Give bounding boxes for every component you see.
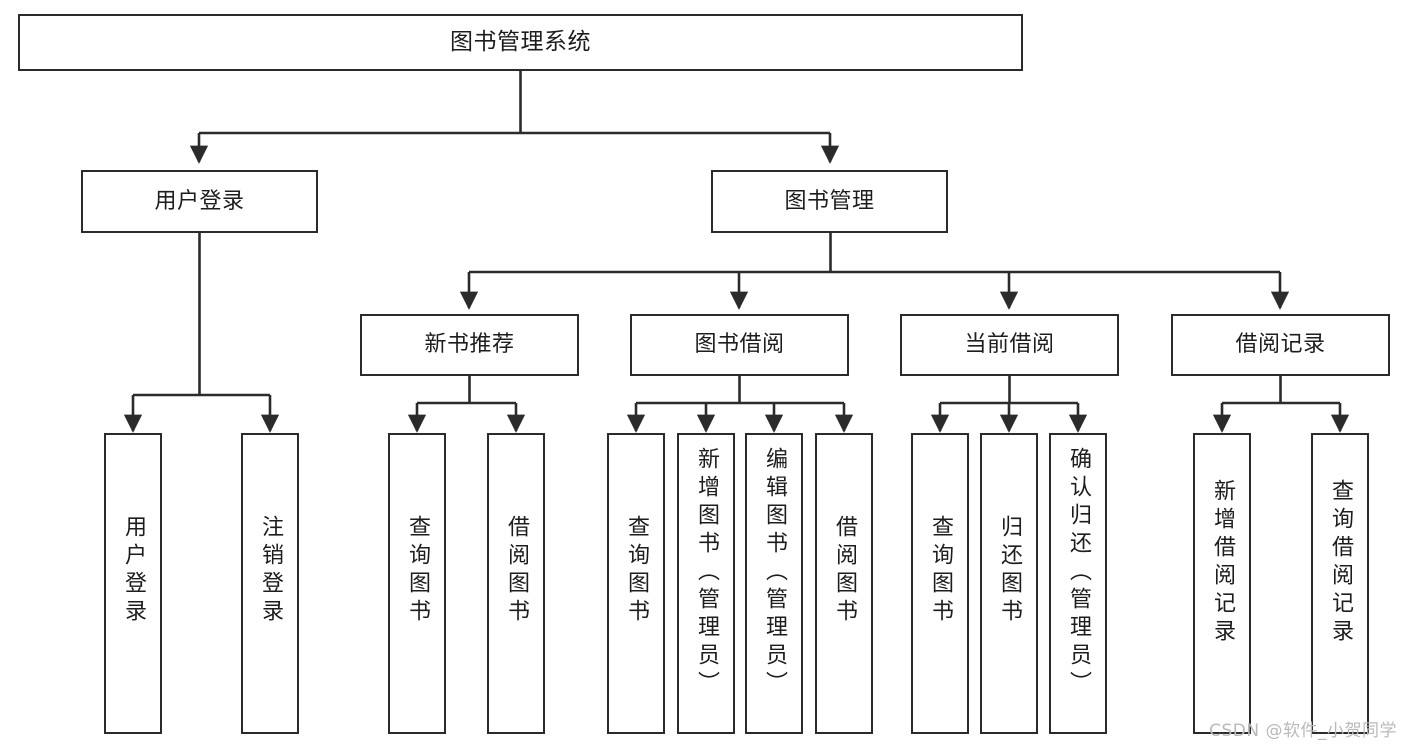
node-new-book-recommend[interactable]: 新书推荐 bbox=[360, 314, 579, 376]
node-label: 查询图书 bbox=[928, 515, 953, 627]
node-user-login[interactable]: 用户登录 bbox=[81, 170, 318, 233]
node-book-management[interactable]: 图书管理 bbox=[711, 170, 948, 233]
leaf-borrow-edit-book-admin[interactable]: 编辑图书（管理员） bbox=[745, 433, 803, 734]
leaf-user-login-login[interactable]: 用户登录 bbox=[104, 433, 162, 734]
node-label: 用户登录 bbox=[154, 188, 245, 214]
leaf-recommend-borrow-book[interactable]: 借阅图书 bbox=[487, 433, 545, 734]
node-root-system[interactable]: 图书管理系统 bbox=[18, 14, 1023, 71]
node-label: 归还图书 bbox=[997, 515, 1022, 627]
leaf-borrow-query-book[interactable]: 查询图书 bbox=[607, 433, 665, 734]
node-label: 图书管理 bbox=[784, 188, 875, 214]
node-label: 新增借阅记录 bbox=[1210, 479, 1235, 647]
node-book-borrow[interactable]: 图书借阅 bbox=[630, 314, 849, 376]
node-label: 借阅记录 bbox=[1235, 332, 1326, 358]
node-label: 查询借阅记录 bbox=[1328, 479, 1353, 647]
leaf-current-return-book[interactable]: 归还图书 bbox=[980, 433, 1038, 734]
node-label: 图书借阅 bbox=[694, 332, 785, 358]
node-label: 确认归还（管理员） bbox=[1066, 447, 1091, 699]
leaf-recommend-query-book[interactable]: 查询图书 bbox=[388, 433, 446, 734]
node-label: 查询图书 bbox=[624, 515, 649, 627]
leaf-user-login-logout[interactable]: 注销登录 bbox=[241, 433, 299, 734]
leaf-borrow-add-book-admin[interactable]: 新增图书（管理员） bbox=[677, 433, 735, 734]
leaf-record-query-record[interactable]: 查询借阅记录 bbox=[1311, 433, 1369, 734]
node-label: 注销登录 bbox=[258, 515, 283, 627]
node-label: 借阅图书 bbox=[504, 515, 529, 627]
node-label: 用户登录 bbox=[121, 515, 146, 627]
node-label: 当前借阅 bbox=[964, 332, 1055, 358]
leaf-record-add-record[interactable]: 新增借阅记录 bbox=[1193, 433, 1251, 734]
node-label: 编辑图书（管理员） bbox=[762, 447, 787, 699]
node-label: 查询图书 bbox=[405, 515, 430, 627]
node-label: 借阅图书 bbox=[832, 515, 857, 627]
node-borrow-record[interactable]: 借阅记录 bbox=[1171, 314, 1390, 376]
leaf-current-query-book[interactable]: 查询图书 bbox=[911, 433, 969, 734]
node-label: 新增图书（管理员） bbox=[694, 447, 719, 699]
node-label: 图书管理系统 bbox=[450, 28, 591, 55]
leaf-current-confirm-return-admin[interactable]: 确认归还（管理员） bbox=[1049, 433, 1107, 734]
node-label: 新书推荐 bbox=[424, 332, 515, 358]
leaf-borrow-borrow-book[interactable]: 借阅图书 bbox=[815, 433, 873, 734]
node-current-borrow[interactable]: 当前借阅 bbox=[900, 314, 1119, 376]
